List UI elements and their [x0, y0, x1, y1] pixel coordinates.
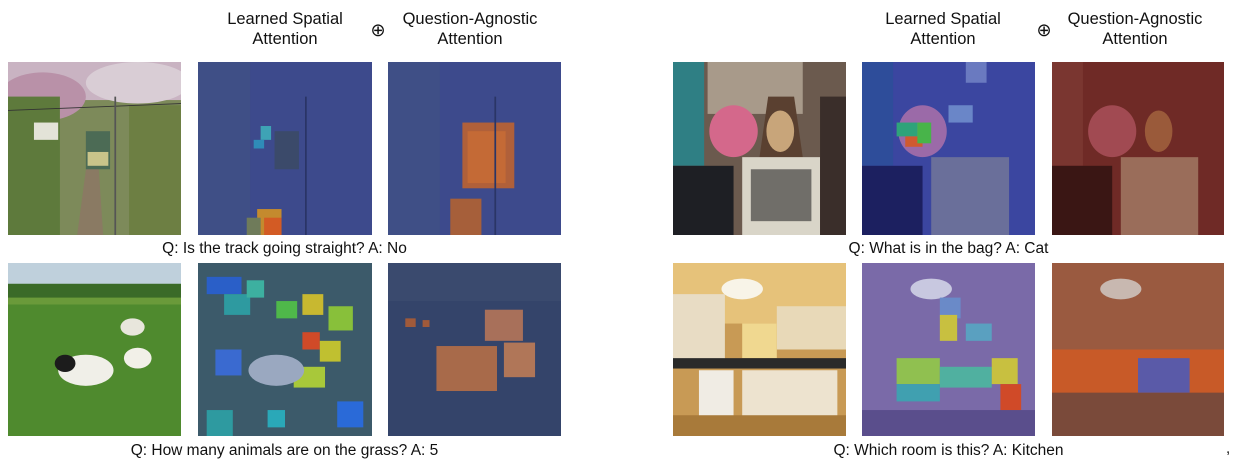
header-line: Attention	[252, 30, 318, 48]
kitchen-question-agnostic-attention	[1052, 263, 1224, 436]
kitchen-learned-spatial-attention	[862, 263, 1035, 436]
stray-comma-mark: ,	[1226, 440, 1231, 457]
header-line: Attention	[437, 30, 503, 48]
oplus-operator-right: ⊕	[1036, 20, 1052, 40]
header-learned-spatial-left: Learned Spatial Attention	[200, 9, 370, 49]
train-original-image	[8, 62, 181, 235]
header-line: Attention	[910, 30, 976, 48]
bag-question-agnostic-attention	[1052, 62, 1224, 235]
header-line: Attention	[1102, 30, 1168, 48]
header-question-agnostic-left: Question-Agnostic Attention	[385, 9, 555, 49]
caption-kitchen: Q: Which room is this? A: Kitchen	[833, 442, 1064, 459]
caption-bag: Q: What is in the bag? A: Cat	[848, 240, 1049, 257]
oplus-operator-left: ⊕	[370, 20, 386, 40]
sheep-original-image	[8, 263, 181, 436]
header-line: Question-Agnostic	[1067, 10, 1203, 28]
header-line: Learned Spatial	[885, 10, 1001, 28]
header-line: Question-Agnostic	[402, 10, 538, 28]
sheep-question-agnostic-attention	[388, 263, 561, 436]
header-line: Learned Spatial	[227, 10, 343, 28]
header-learned-spatial-right: Learned Spatial Attention	[858, 9, 1028, 49]
bag-learned-spatial-attention	[862, 62, 1035, 235]
bag-original-image	[673, 62, 846, 235]
caption-sheep: Q: How many animals are on the grass? A:…	[130, 442, 439, 459]
train-question-agnostic-attention	[388, 62, 561, 235]
sheep-learned-spatial-attention	[198, 263, 372, 436]
caption-train: Q: Is the track going straight? A: No	[162, 240, 407, 257]
kitchen-original-image	[673, 263, 846, 436]
train-learned-spatial-attention	[198, 62, 372, 235]
header-question-agnostic-right: Question-Agnostic Attention	[1050, 9, 1220, 49]
